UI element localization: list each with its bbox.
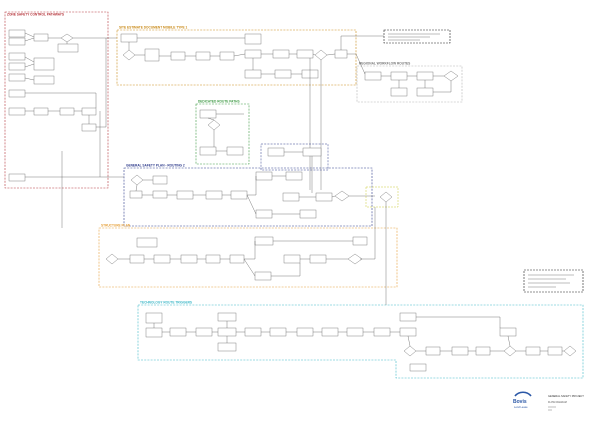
lane-2-label: SITE ESTIMATE DOCUMENT MOBILE TYPE 1	[119, 26, 188, 30]
lane-1-nodes	[8, 29, 97, 182]
lane-3-frame	[356, 65, 463, 103]
lane-1-frame	[4, 11, 109, 189]
lane-6-frame	[98, 227, 398, 288]
lane-1-label: ZONE SAFETY CONTROL PATHWAYS	[7, 13, 64, 17]
lane-5-frame	[123, 167, 373, 227]
lane-7-label: TECHNOLOGY ROUTE TRIGGERS	[140, 301, 192, 305]
lane-3-label: REGIONAL WORKFLOW ROUTES	[359, 62, 410, 66]
lane-5-end-frame	[365, 186, 399, 208]
cross-lane-connectors	[61, 53, 387, 305]
lane-4-nodes	[199, 109, 244, 156]
lane-6-links	[118, 240, 353, 277]
legend-note-top	[383, 29, 451, 44]
legend-note-right	[523, 269, 584, 293]
logo-subtext: Lend Lease	[514, 405, 528, 409]
lane-5-label: GENERAL SAFETY PLAN - ROUTING 2	[126, 164, 185, 168]
lane-5-subframe	[260, 143, 329, 171]
lane-2-frame	[116, 29, 357, 86]
lane-4-links	[207, 113, 244, 152]
lane-5-nodes	[129, 147, 350, 219]
lane-2-nodes	[120, 33, 348, 79]
lane-6-nodes	[105, 236, 368, 281]
lane-7-frame	[137, 304, 584, 379]
title-block: Bovis Lend Lease GENERAL SAFETY PROJECT …	[513, 391, 584, 411]
lane-1-links	[24, 32, 120, 178]
lane-6-label: STRUCTURE PLAN	[101, 224, 131, 228]
lane-7-links	[153, 316, 564, 352]
lane-7-nodes	[145, 312, 577, 372]
project-subtitle: FLOW DIAGRAM	[548, 401, 567, 404]
project-title: GENERAL SAFETY PROJECT	[548, 394, 584, 398]
lane-4-frame	[195, 103, 250, 165]
logo-text: Bovis	[513, 399, 527, 405]
lane-4-label: DEDICATED ROUTE PATHS	[198, 100, 240, 104]
lane-5-links	[135, 151, 375, 215]
lane-3-nodes	[364, 70, 459, 97]
lane-3-links	[381, 75, 452, 93]
